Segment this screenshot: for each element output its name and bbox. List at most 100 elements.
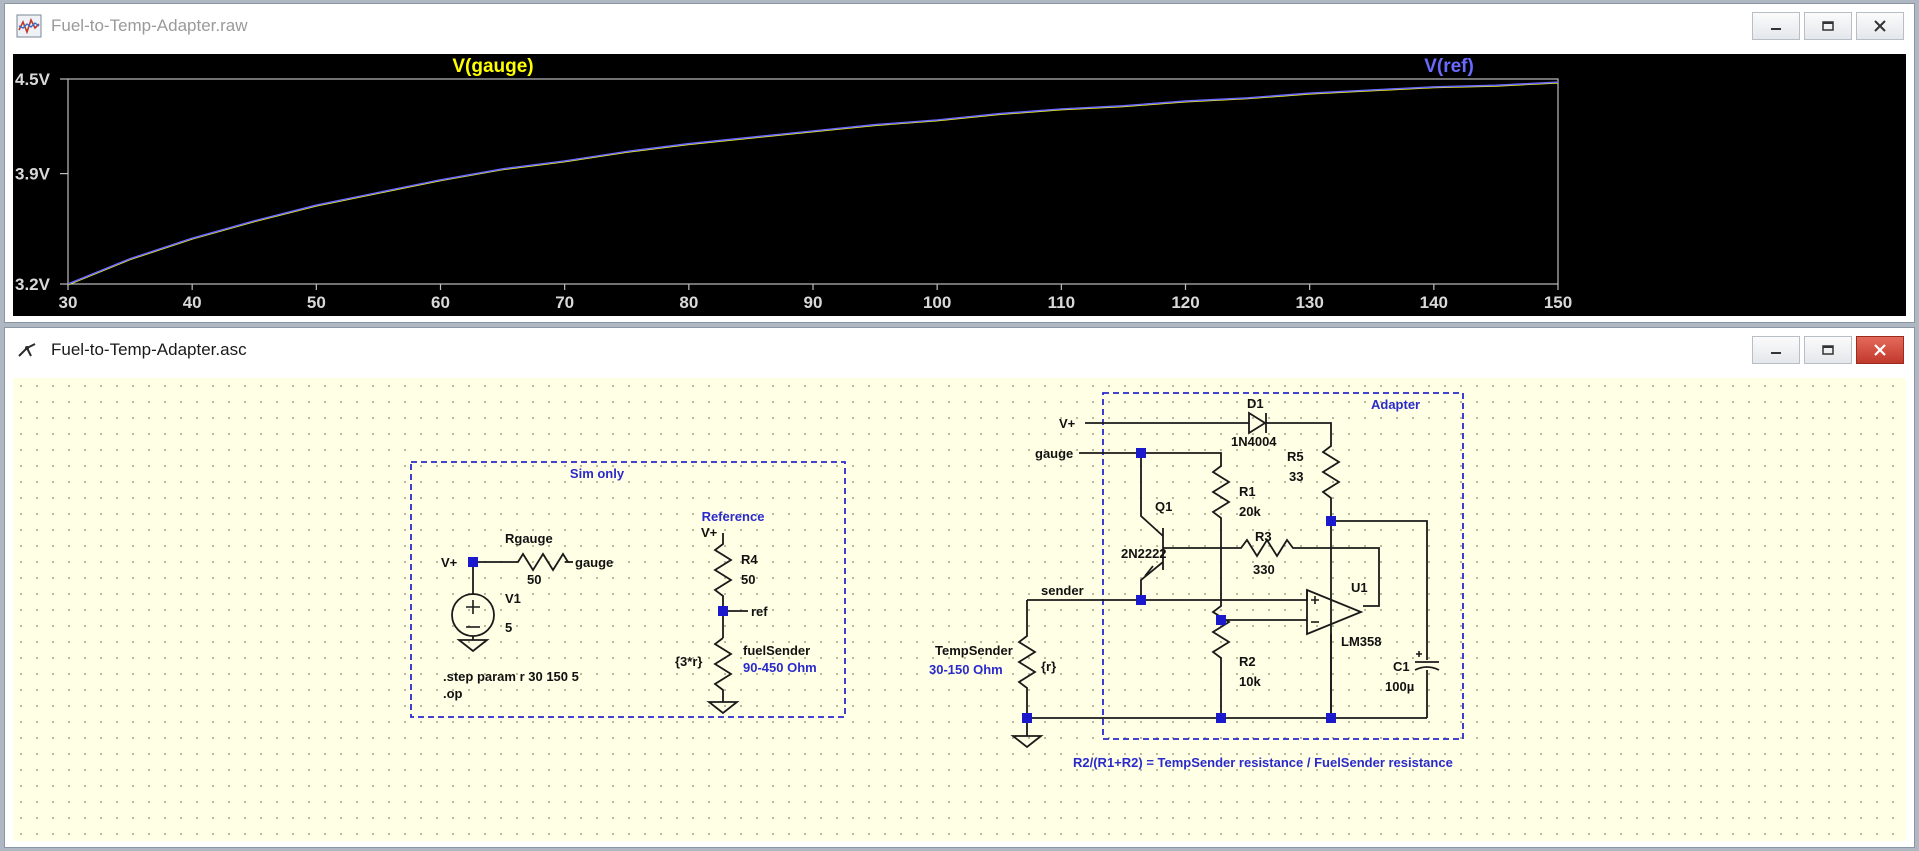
- vplus-net-label[interactable]: V+: [1059, 416, 1076, 431]
- x-tick-label: 150: [1544, 293, 1572, 312]
- vplus-net-label[interactable]: V+: [701, 525, 718, 540]
- schematic-canvas[interactable]: Sim only Reference Rgauge 50 V+ gauge V1…: [13, 378, 1906, 841]
- junction: [1326, 713, 1336, 723]
- q1-name[interactable]: Q1: [1155, 499, 1172, 514]
- series-line-vref: [67, 81, 1559, 285]
- junction: [1136, 448, 1146, 458]
- plot-window-titlebar[interactable]: Fuel-to-Temp-Adapter.raw: [5, 4, 1914, 48]
- c1-name[interactable]: C1: [1393, 659, 1410, 674]
- waveform-chart[interactable]: V(gauge) V(ref) 4.5V 3.9V 3.2V 30 40 50 60 70 8…: [13, 54, 1908, 316]
- x-tick-label: 130: [1295, 293, 1323, 312]
- x-tick-label: 100: [923, 293, 951, 312]
- minimize-icon: [1771, 28, 1781, 30]
- rgauge-name[interactable]: Rgauge: [505, 531, 553, 546]
- capacitor-c1[interactable]: [1414, 661, 1440, 671]
- adapter-box: [1102, 392, 1464, 740]
- r2-value[interactable]: 10k: [1239, 674, 1261, 689]
- fuel-sender-name[interactable]: fuelSender: [743, 643, 810, 658]
- sim-only-label: Sim only: [570, 466, 625, 481]
- series-label-vref[interactable]: V(ref): [1424, 56, 1474, 77]
- schematic-window[interactable]: Fuel-to-Temp-Adapter.asc: [4, 327, 1915, 848]
- d1-value[interactable]: 1N4004: [1231, 434, 1277, 449]
- x-tick-label: 30: [59, 293, 78, 312]
- y-tick-label: 4.5V: [15, 70, 51, 89]
- sender-net-label[interactable]: sender: [1041, 583, 1084, 598]
- x-tick-label: 70: [555, 293, 574, 312]
- restore-icon: [1822, 21, 1834, 31]
- ref-net-label[interactable]: ref: [751, 604, 768, 619]
- fuel-sender-range: 90-450 Ohm: [743, 660, 817, 675]
- x-tick-label: 90: [804, 293, 823, 312]
- plot-frame: [67, 78, 1559, 285]
- ground-icon: [1010, 735, 1044, 749]
- close-icon: [1874, 20, 1886, 32]
- junction: [468, 557, 478, 567]
- step-directive[interactable]: .step param r 30 150 5: [443, 669, 579, 684]
- close-button[interactable]: [1856, 336, 1904, 364]
- q1-value[interactable]: 2N2222: [1121, 546, 1167, 561]
- schematic-drawing[interactable]: Sim only Reference Rgauge 50 V+ gauge V1…: [13, 378, 1908, 841]
- reference-label: Reference: [702, 509, 765, 524]
- x-tick-label: 110: [1048, 293, 1075, 312]
- formula-comment: R2/(R1+R2) = TempSender resistance / Fue…: [1073, 755, 1453, 770]
- op-directive[interactable]: .op: [443, 686, 463, 701]
- vplus-net-label[interactable]: V+: [441, 555, 458, 570]
- gauge-net-label[interactable]: gauge: [1035, 446, 1073, 461]
- r4-name[interactable]: R4: [741, 552, 758, 567]
- x-tick-label: 40: [183, 293, 202, 312]
- schematic-window-titlebar[interactable]: Fuel-to-Temp-Adapter.asc: [5, 328, 1914, 372]
- restore-button[interactable]: [1804, 12, 1852, 40]
- temp-sender-expr[interactable]: {r}: [1041, 659, 1056, 674]
- junction: [1216, 615, 1226, 625]
- fuel-sender-expr[interactable]: {3*r}: [675, 654, 702, 669]
- r1-name[interactable]: R1: [1239, 484, 1256, 499]
- restore-icon: [1822, 345, 1834, 355]
- r3-name[interactable]: R3: [1255, 529, 1272, 544]
- temp-sender-name[interactable]: TempSender: [935, 643, 1013, 658]
- plot-window-title: Fuel-to-Temp-Adapter.raw: [51, 16, 248, 35]
- schematic-window-title: Fuel-to-Temp-Adapter.asc: [51, 340, 247, 359]
- junction: [1136, 595, 1146, 605]
- minimize-button[interactable]: [1752, 336, 1800, 364]
- diode-d1[interactable]: [1248, 411, 1267, 435]
- y-tick-label: 3.2V: [15, 275, 51, 294]
- gauge-net-label[interactable]: gauge: [575, 555, 613, 570]
- plot-window[interactable]: Fuel-to-Temp-Adapter.raw V(gauge) V(ref)…: [4, 3, 1915, 323]
- x-tick-label: 120: [1171, 293, 1199, 312]
- y-tick-label: 3.9V: [15, 165, 51, 184]
- adapter-label: Adapter: [1371, 397, 1420, 412]
- close-button[interactable]: [1856, 12, 1904, 40]
- junction: [718, 606, 728, 616]
- x-tick-label: 80: [679, 293, 698, 312]
- v1-value[interactable]: 5: [505, 620, 512, 635]
- u1-name[interactable]: U1: [1351, 580, 1368, 595]
- series-label-vgauge[interactable]: V(gauge): [452, 56, 533, 77]
- u1-value[interactable]: LM358: [1341, 634, 1381, 649]
- waveform-plot-area[interactable]: V(gauge) V(ref) 4.5V 3.9V 3.2V 30 40 50 60 70 8…: [13, 54, 1906, 316]
- x-tick-label: 60: [431, 293, 450, 312]
- r2-name[interactable]: R2: [1239, 654, 1256, 669]
- d1-name[interactable]: D1: [1247, 396, 1264, 411]
- minimize-icon: [1771, 352, 1781, 354]
- minimize-button[interactable]: [1752, 12, 1800, 40]
- x-tick-label: 50: [307, 293, 326, 312]
- junction: [1326, 516, 1336, 526]
- waveform-app-icon: [16, 14, 42, 38]
- rgauge-resistor[interactable]: [473, 552, 570, 572]
- r1-value[interactable]: 20k: [1239, 504, 1261, 519]
- rgauge-value[interactable]: 50: [527, 572, 541, 587]
- junction: [1022, 713, 1032, 723]
- c1-value[interactable]: 100µ: [1385, 679, 1414, 694]
- restore-button[interactable]: [1804, 336, 1852, 364]
- opamp-u1[interactable]: [1306, 588, 1364, 636]
- r3-value[interactable]: 330: [1253, 562, 1275, 577]
- sim-only-box: [410, 461, 846, 718]
- series-line-vgauge: [67, 82, 1559, 286]
- v1-name[interactable]: V1: [505, 591, 521, 606]
- ground-icon: [456, 639, 490, 653]
- r4-value[interactable]: 50: [741, 572, 755, 587]
- r5-name[interactable]: R5: [1287, 449, 1304, 464]
- r4-resistor[interactable]: [713, 533, 733, 638]
- fuel-sender-resistor[interactable]: [713, 637, 733, 702]
- r5-value[interactable]: 33: [1289, 469, 1303, 484]
